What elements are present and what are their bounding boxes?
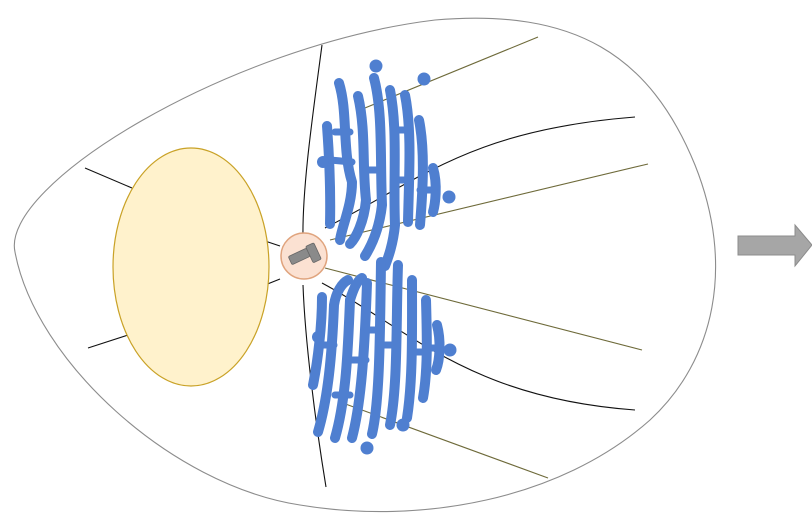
vesicle [418,73,431,86]
vesicle [444,344,457,357]
vesicle [397,419,410,432]
nucleus [113,148,269,386]
vesicle [317,156,329,168]
vesicle [361,442,374,455]
vesicle [312,331,324,343]
vesicle [443,191,456,204]
microtubule [88,335,128,348]
golgi-apparatus [313,78,440,438]
microtubule [325,268,642,350]
golgi-cisterna [419,120,423,225]
golgi-stack-upper [327,78,436,266]
golgi-cisterna [405,95,410,222]
microtubule [303,45,322,240]
microtubule [85,168,132,188]
next-arrow-icon [738,225,812,266]
vesicle [370,60,383,73]
centrosome [281,233,327,279]
golgi-cisterna [327,126,330,224]
golgi-bridge [330,160,352,162]
